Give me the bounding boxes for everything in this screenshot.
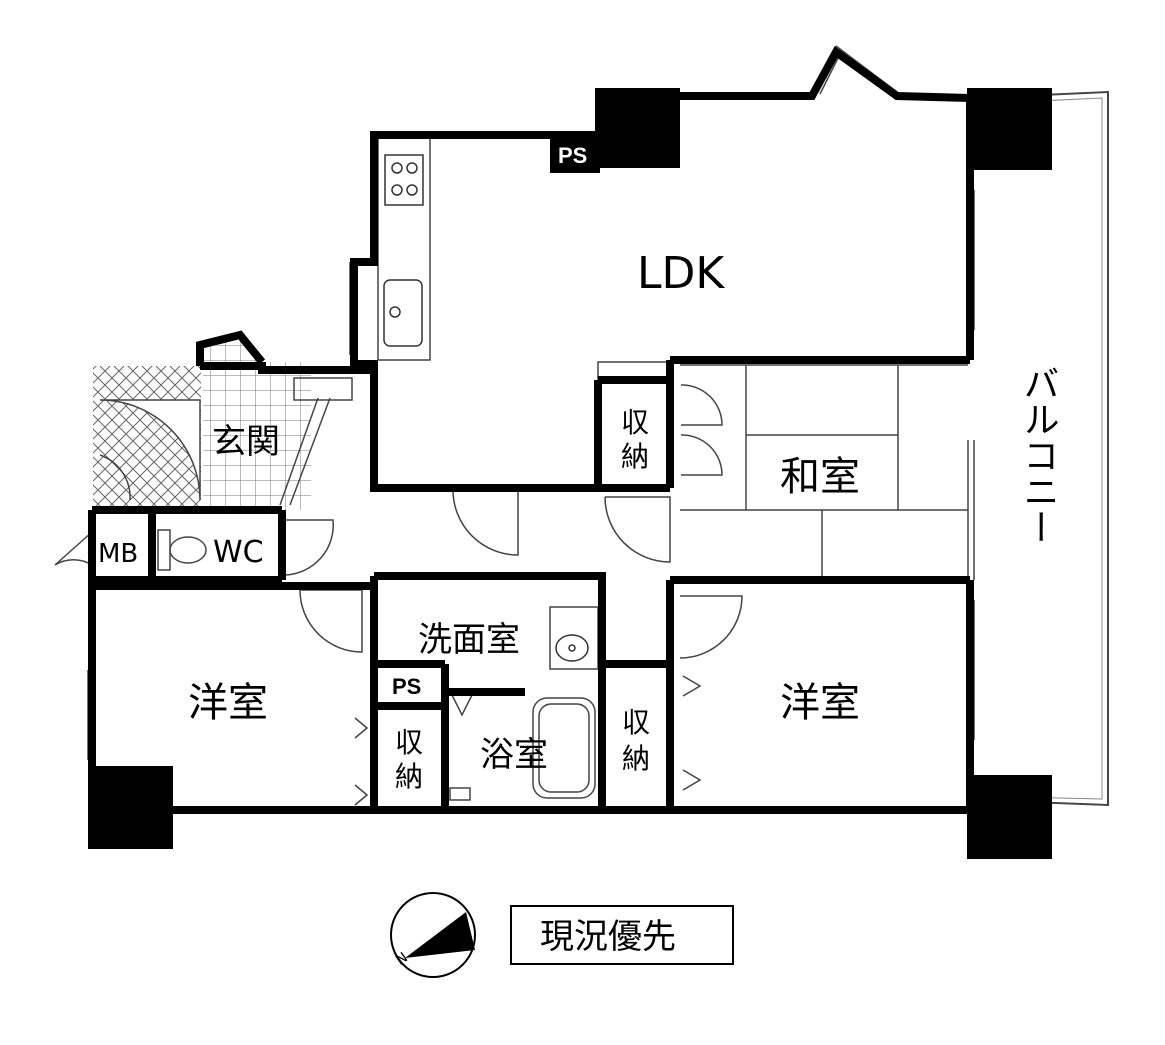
storage-right-label-2: 納 [622,742,650,775]
compass-icon: N [390,892,476,978]
yokushitsu-label: 浴室 [480,735,548,775]
yoshitsu-right-label: 洋室 [780,680,860,726]
storage-top-label-2: 納 [621,440,649,473]
kitchen-stove [384,154,424,206]
genkan-tile-floor [203,362,311,510]
note-box: 現況優先 [510,905,734,965]
ldk-label: LDK [637,248,725,299]
storage-right-label-1: 収 [622,706,650,739]
kitchen-sink [383,279,423,347]
yoshitsu-left-label: 洋室 [188,680,268,726]
genkan-label: 玄関 [212,422,280,462]
senmen-label: 洗面室 [418,620,520,660]
storage-left-label-2: 納 [395,760,423,793]
wc-label: WC [213,535,264,570]
ps-label-mid: PS [392,674,421,699]
washitsu-label: 和室 [780,454,860,500]
balcony-label: バルコニー [1018,365,1059,545]
mb-label: MB [98,539,138,569]
ps-label-top: PS [558,143,587,168]
storage-top-label-1: 収 [621,406,649,439]
columns [88,88,1052,859]
storage-left-label-1: 収 [395,726,423,759]
walls [88,46,974,814]
door-swings [54,384,743,806]
note-text: 現況優先 [540,917,676,957]
wash-basin [555,634,589,662]
